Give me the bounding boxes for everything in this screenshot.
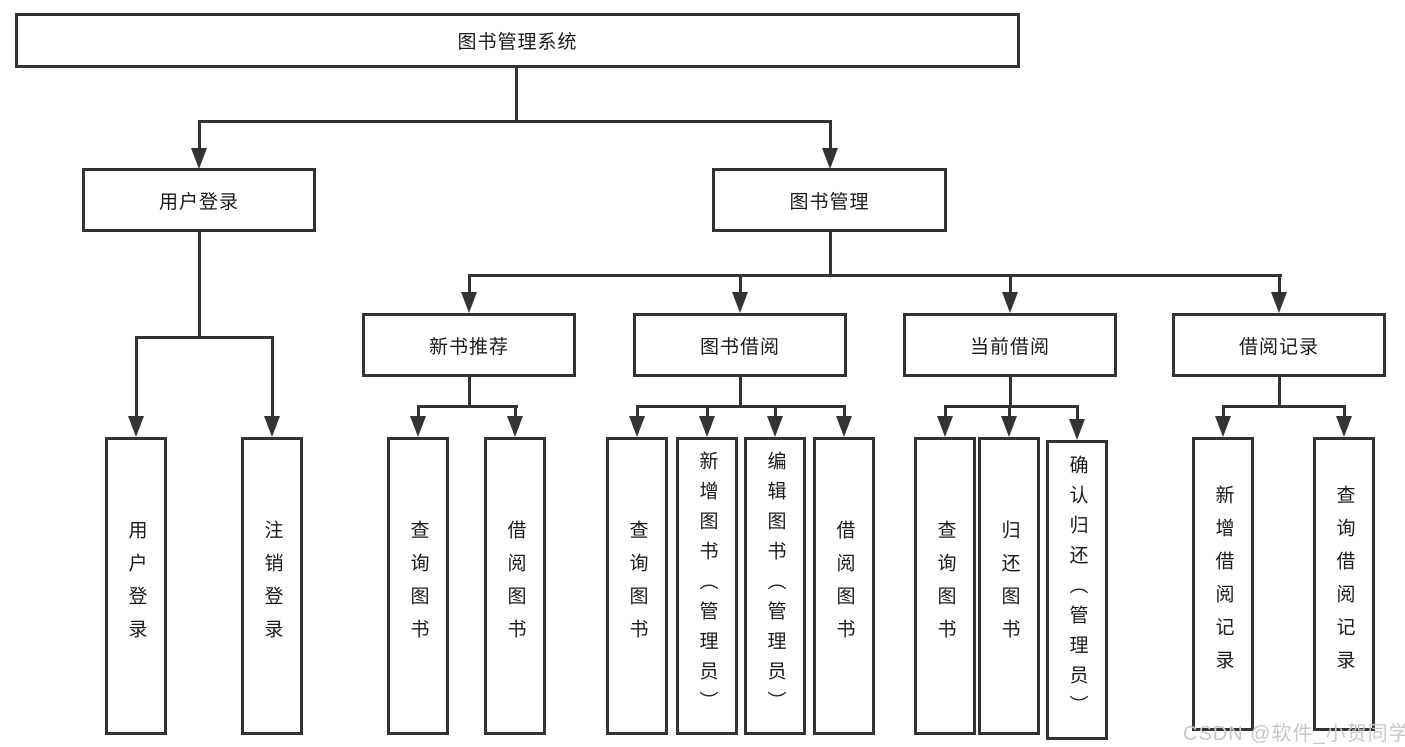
connector-borrowrecords-bus: [1222, 405, 1346, 408]
leaf-label: 新增图书（管理员）: [696, 451, 718, 721]
leaf-label: 查询借阅记录: [1333, 485, 1355, 683]
node-label: 图书管理: [789, 191, 870, 213]
connector-drop: [198, 120, 201, 150]
connector-drop: [468, 274, 471, 294]
leaf-add-borrow-record: 新增借阅记录: [1192, 437, 1254, 731]
leaf-add-books-admin: 新增图书（管理员）: [676, 437, 738, 735]
leaf-query-books-current: 查询图书: [914, 437, 976, 735]
arrow-down-icon: [1336, 416, 1352, 437]
connector-drop: [1076, 405, 1079, 421]
connector-drop: [739, 274, 742, 294]
connector-drop: [1009, 274, 1012, 294]
leaf-label: 借阅图书: [833, 520, 855, 652]
node-book-borrow: 图书借阅: [633, 313, 847, 377]
leaf-label: 查询图书: [407, 520, 429, 652]
arrow-down-icon: [410, 416, 426, 437]
leaf-return-books: 归还图书: [978, 437, 1040, 735]
connector-drop: [514, 405, 517, 419]
connector-newbook-stem: [468, 377, 471, 407]
leaf-label: 新增借阅记录: [1212, 485, 1234, 683]
connector-userlogin-bus: [135, 336, 274, 339]
connector-drop: [706, 405, 709, 419]
node-library-management-system: 图书管理系统: [15, 13, 1020, 68]
arrow-down-icon: [1001, 416, 1017, 437]
leaf-label: 查询图书: [934, 520, 956, 652]
connector-borrowrecords-stem: [1278, 377, 1281, 407]
node-new-book-recommend: 新书推荐: [362, 313, 576, 377]
leaf-user-login: 用户登录: [105, 437, 167, 735]
connector-currentborrow-bus: [944, 405, 1079, 408]
leaf-query-borrow-record: 查询借阅记录: [1313, 437, 1375, 731]
arrow-down-icon: [767, 416, 783, 437]
arrow-down-icon: [822, 148, 838, 169]
connector-drop: [636, 405, 639, 419]
leaf-label: 编辑图书（管理员）: [764, 451, 786, 721]
connector-drop: [774, 405, 777, 419]
connector-root-bus: [198, 120, 832, 123]
node-label: 图书管理系统: [457, 32, 578, 53]
leaf-label: 确认归还（管理员）: [1066, 455, 1088, 725]
connector-currentborrow-stem: [1009, 377, 1012, 407]
connector-root-stem: [515, 68, 518, 120]
arrow-down-icon: [836, 416, 852, 437]
leaf-label: 归还图书: [998, 520, 1020, 652]
leaf-edit-books-admin: 编辑图书（管理员）: [744, 437, 806, 735]
connector-drop: [1343, 405, 1346, 419]
connector-drop: [135, 336, 138, 417]
arrow-down-icon: [507, 416, 523, 437]
arrow-down-icon: [732, 292, 748, 313]
node-borrow-records: 借阅记录: [1172, 313, 1386, 377]
connector-drop: [1222, 405, 1225, 419]
arrow-down-icon: [264, 416, 280, 437]
connector-drop: [271, 336, 274, 417]
arrow-down-icon: [191, 148, 207, 169]
arrow-down-icon: [1215, 416, 1231, 437]
connector-newbook-bus: [417, 405, 518, 408]
connector-bookmgmt-bus: [468, 274, 1282, 277]
node-label: 借阅记录: [1238, 336, 1319, 358]
leaf-logout: 注销登录: [241, 437, 303, 735]
leaf-query-books-borrow: 查询图书: [606, 437, 668, 735]
arrow-down-icon: [1002, 292, 1018, 313]
connector-userlogin-stem: [198, 232, 201, 336]
node-book-management: 图书管理: [712, 168, 947, 232]
leaf-label: 查询图书: [626, 520, 648, 652]
leaf-borrow-books-recommend: 借阅图书: [484, 437, 546, 735]
connector-bookborrow-bus: [636, 405, 846, 408]
arrow-down-icon: [1271, 292, 1287, 313]
connector-drop: [1278, 274, 1281, 294]
leaf-query-books-recommend: 查询图书: [387, 437, 449, 735]
arrow-down-icon: [461, 292, 477, 313]
connector-drop: [843, 405, 846, 419]
leaf-label: 用户登录: [125, 520, 147, 652]
arrow-down-icon: [1069, 419, 1085, 440]
node-label: 新书推荐: [428, 336, 509, 358]
node-label: 用户登录: [158, 191, 239, 213]
connector-drop: [944, 405, 947, 419]
leaf-confirm-return-admin: 确认归还（管理员）: [1046, 440, 1108, 740]
node-current-borrow: 当前借阅: [903, 313, 1117, 377]
connector-drop: [417, 405, 420, 419]
node-label: 当前借阅: [969, 336, 1050, 358]
leaf-borrow-books: 借阅图书: [813, 437, 875, 735]
arrow-down-icon: [937, 416, 953, 437]
connector-bookmgmt-stem: [829, 232, 832, 275]
arrow-down-icon: [128, 416, 144, 437]
node-label: 图书借阅: [699, 336, 780, 358]
arrow-down-icon: [629, 416, 645, 437]
node-user-login: 用户登录: [82, 168, 316, 232]
connector-drop: [1008, 405, 1011, 419]
leaf-label: 借阅图书: [504, 520, 526, 652]
connector-drop: [829, 120, 832, 150]
leaf-label: 注销登录: [261, 520, 283, 652]
connector-bookborrow-stem: [739, 377, 742, 407]
csdn-watermark: CSDN @软件_小贺同学: [1183, 723, 1405, 745]
arrow-down-icon: [699, 416, 715, 437]
